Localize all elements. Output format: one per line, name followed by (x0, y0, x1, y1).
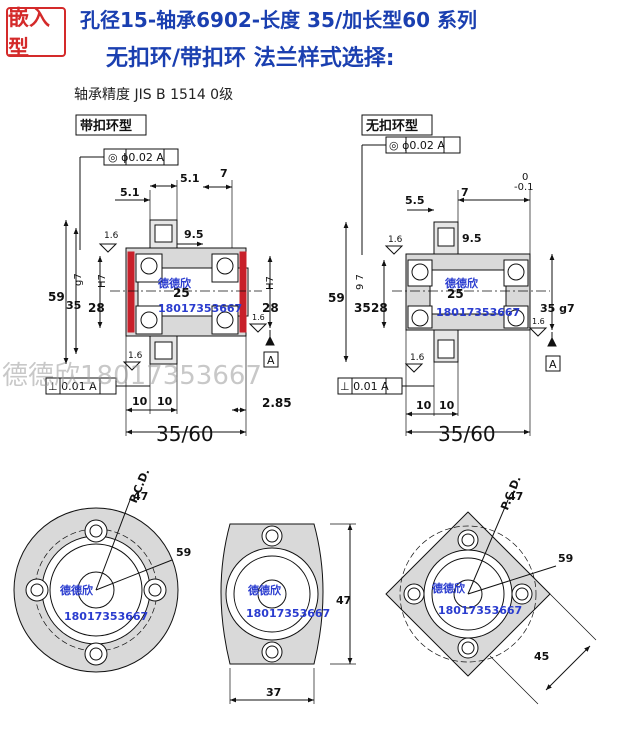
svg-text:1.6: 1.6 (128, 351, 143, 361)
svg-text:7: 7 (461, 186, 469, 199)
page-subtitle: 无扣环/带扣环 法兰样式选择: (106, 46, 395, 71)
svg-text:7: 7 (220, 167, 228, 180)
right-perpendicularity-frame: ⊥ 0.01 A (340, 380, 389, 393)
svg-text:5.5: 5.5 (405, 194, 425, 207)
left-concentricity-frame: ◎ ϕ0.02 A (108, 151, 164, 164)
svg-text:37: 37 (266, 686, 281, 699)
watermark-layer: 德德欣18017353667 德德欣 18017353667 德德欣 18017… (2, 276, 522, 623)
watermark-phone-2: 18017353667 (436, 306, 520, 319)
svg-text:-0.1: -0.1 (514, 182, 534, 193)
right-concentricity-frame: ◎ ϕ0.02 A (389, 139, 445, 152)
svg-text:9.5: 9.5 (462, 232, 482, 245)
svg-text:35: 35 (66, 299, 81, 312)
svg-text:1.6: 1.6 (104, 231, 119, 241)
watermark-large: 德德欣18017353667 (2, 361, 262, 391)
right-section-view: 无扣环型 ◎ ϕ0.02 A 5.5 9.5 7 0 -0.1 1.6 59 9… (328, 114, 575, 446)
svg-text:5.1: 5.1 (180, 172, 200, 185)
svg-text:35 g7: 35 g7 (540, 302, 575, 315)
svg-text:H7: H7 (97, 274, 108, 288)
watermark-brand-4: 德德欣 (247, 583, 282, 597)
svg-text:59: 59 (48, 290, 65, 304)
watermark-brand-1: 德德欣 (157, 276, 192, 290)
page-title: 孔径15-轴承6902-长度 35/加长型60 系列 (80, 8, 477, 32)
svg-text:28: 28 (371, 301, 388, 315)
svg-text:28: 28 (262, 301, 279, 315)
svg-text:59: 59 (328, 291, 345, 305)
round-flange-view: P.C.D. 47 59 (13, 467, 191, 673)
watermark-phone-3: 18017353667 (64, 610, 148, 623)
svg-text:g7: g7 (73, 273, 84, 286)
cut-flange-view: 47 37 (220, 523, 356, 704)
watermark-brand-5: 德德欣 (431, 581, 466, 595)
left-type-label: 带扣环型 (80, 118, 132, 134)
embedded-type-stamp: 嵌入型 (6, 6, 66, 60)
left-length-dimension: 35/60 (156, 422, 214, 446)
svg-text:28: 28 (88, 301, 105, 315)
watermark-brand-2: 德德欣 (444, 276, 479, 290)
svg-text:59: 59 (558, 552, 573, 565)
svg-text:35: 35 (354, 301, 371, 315)
watermark-phone-1: 18017353667 (158, 302, 242, 315)
svg-text:5.1: 5.1 (120, 186, 140, 199)
svg-text:1.6: 1.6 (532, 317, 545, 326)
svg-text:47: 47 (508, 490, 523, 503)
svg-text:1.6: 1.6 (410, 353, 425, 363)
left-section-view: 带扣环型 ◎ ϕ0.02 A 5.1 5.1 7 9.5 (45, 114, 292, 446)
svg-text:10: 10 (416, 399, 432, 412)
right-length-dimension: 35/60 (438, 422, 496, 446)
square-flange-view: P.C.D. 47 59 45 (385, 474, 597, 705)
svg-text:10: 10 (157, 395, 173, 408)
svg-text:25: 25 (173, 286, 190, 300)
svg-text:45: 45 (534, 650, 549, 663)
svg-text:A: A (549, 358, 557, 371)
svg-text:10: 10 (132, 395, 148, 408)
watermark-brand-3: 德德欣 (59, 583, 94, 597)
left-perpendicularity-frame: ⊥ 0.01 A (48, 380, 97, 393)
bearing-precision-note: 轴承精度 JIS B 1514 0级 (74, 87, 234, 103)
svg-text:1.6: 1.6 (388, 235, 403, 245)
svg-text:59: 59 (176, 546, 191, 559)
svg-text:1.6: 1.6 (252, 313, 265, 322)
svg-text:47: 47 (336, 594, 351, 607)
svg-text:0: 0 (522, 172, 528, 183)
right-type-label: 无扣环型 (365, 118, 418, 134)
svg-text:2.85: 2.85 (262, 396, 292, 410)
svg-text:25: 25 (447, 287, 464, 301)
svg-text:10: 10 (439, 399, 455, 412)
svg-text:9.5: 9.5 (184, 228, 204, 241)
svg-text:A: A (267, 354, 275, 367)
svg-text:9 7: 9 7 (355, 274, 366, 290)
watermark-phone-5: 18017353667 (438, 604, 522, 617)
svg-text:47: 47 (133, 490, 148, 503)
watermark-phone-4: 18017353667 (246, 607, 330, 620)
